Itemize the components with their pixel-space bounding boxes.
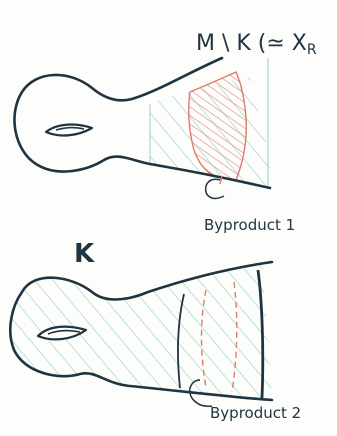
top-title: M \ K (≃ XR (196, 31, 317, 58)
byproduct-2-label: Byproduct 2 (210, 404, 301, 422)
byproduct-1-arrow (206, 179, 224, 198)
bottom-title: K (74, 239, 95, 269)
byproduct-1-label: Byproduct 1 (204, 216, 295, 234)
top-handle-inner (56, 128, 84, 130)
top-figure: M \ K (≃ XR Byproduct 1 (14, 31, 316, 234)
bottom-figure: K Byproduct 2 (10, 239, 301, 422)
top-handle-hole (46, 125, 92, 136)
